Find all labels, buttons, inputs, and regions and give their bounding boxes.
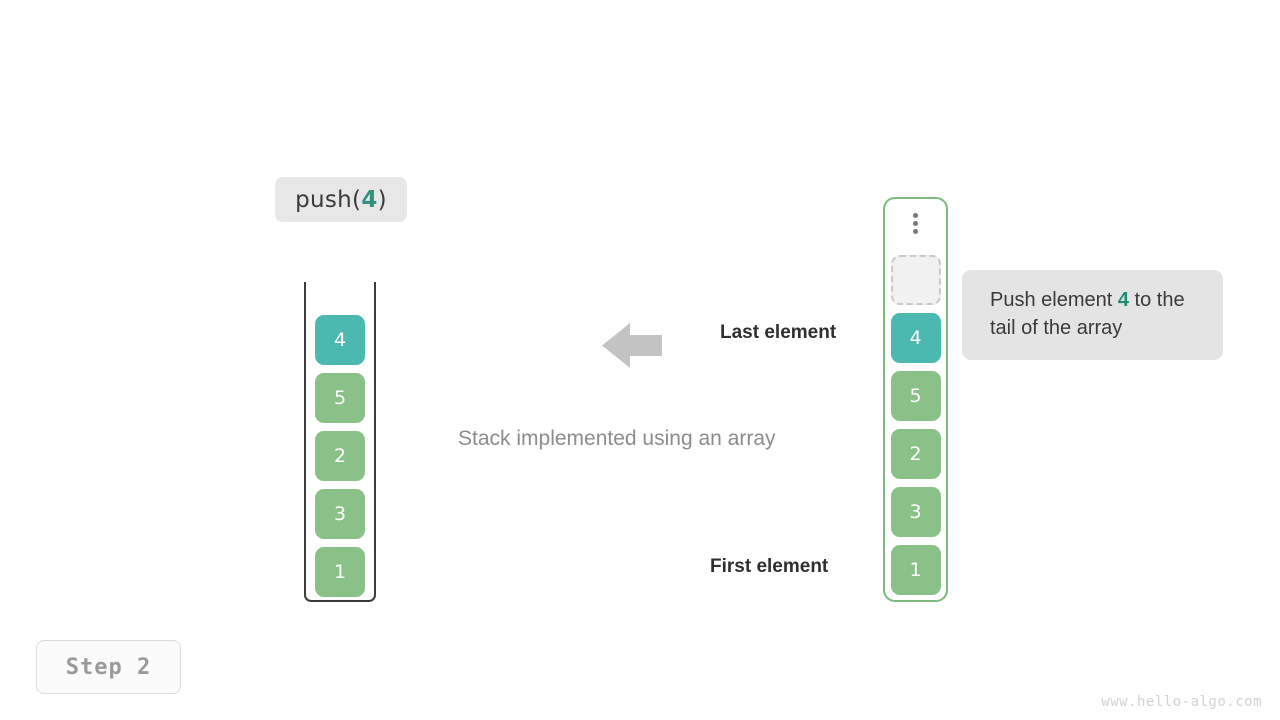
tooltip-text-before: Push element — [990, 289, 1118, 311]
push-label-prefix: push( — [295, 186, 362, 213]
ellipsis-dot — [913, 213, 918, 218]
array-cell-empty — [890, 255, 941, 305]
tooltip-text-after: to the tail of the array — [990, 289, 1185, 339]
last-element-label: Last element — [720, 322, 837, 343]
array-cell: 5 — [890, 371, 941, 421]
operation-tooltip: Push element 4 to the tail of the array — [962, 270, 1223, 360]
stack-cell: 5 — [315, 373, 365, 423]
tooltip-accent-value: 4 — [1117, 289, 1129, 311]
left-arrow-icon — [602, 318, 662, 373]
first-element-label: First element — [710, 556, 829, 577]
push-operation-label: push(4) — [275, 177, 407, 222]
array-diagram: 4 5 2 3 1 — [883, 197, 948, 602]
vertical-ellipsis-icon — [885, 213, 946, 234]
stack-cell: 1 — [315, 547, 365, 597]
ellipsis-dot — [913, 221, 918, 226]
stack-container-outline — [304, 282, 376, 602]
stack-cell: 4 — [315, 315, 365, 365]
array-cell: 3 — [890, 487, 941, 537]
stack-diagram: 4 5 2 3 1 — [304, 282, 376, 602]
array-cell: 2 — [890, 429, 941, 479]
array-cell: 1 — [890, 545, 941, 595]
step-badge: Step 2 — [36, 640, 181, 694]
stack-cell: 2 — [315, 431, 365, 481]
watermark: www.hello-algo.com — [1101, 694, 1262, 710]
stack-cell: 3 — [315, 489, 365, 539]
diagram-caption: Stack implemented using an array — [458, 427, 776, 450]
push-label-value: 4 — [361, 186, 378, 213]
array-cell: 4 — [890, 313, 941, 363]
push-label-suffix: ) — [377, 186, 387, 213]
stack-cell-list: 4 5 2 3 1 — [304, 282, 376, 602]
ellipsis-dot — [913, 229, 918, 234]
